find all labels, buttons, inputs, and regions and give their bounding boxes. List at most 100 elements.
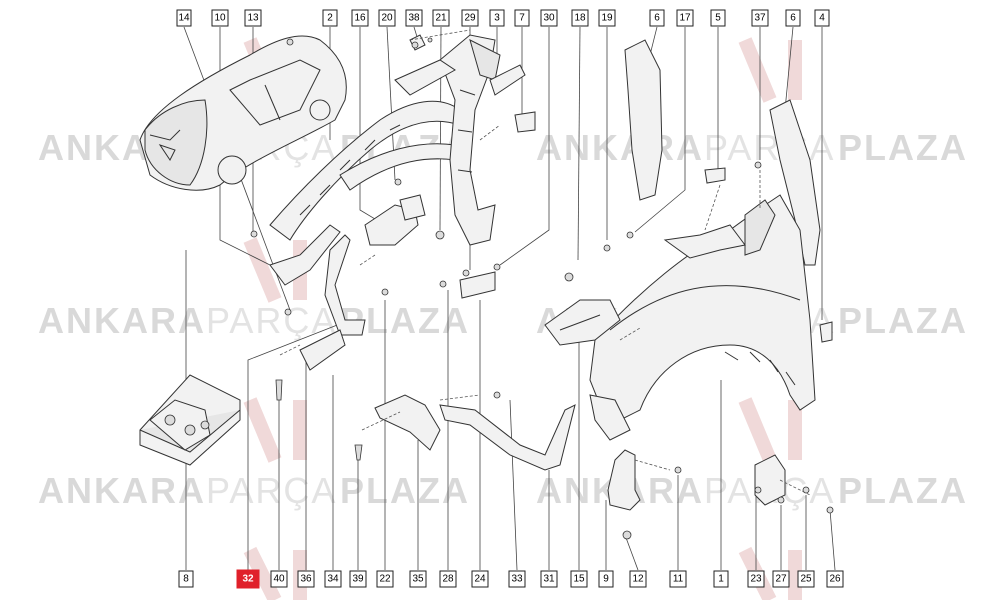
- watermark-bold-1: ANKARA: [536, 127, 704, 168]
- part-label[interactable]: 22: [376, 570, 394, 588]
- watermark-bold-2: PLAZA: [838, 127, 968, 168]
- part-label[interactable]: 35: [409, 570, 427, 588]
- svg-text:7: 7: [519, 13, 525, 24]
- svg-text:22: 22: [379, 574, 391, 585]
- part-label[interactable]: 21: [432, 9, 450, 27]
- part-label[interactable]: 12: [629, 570, 647, 588]
- part-label[interactable]: 39: [349, 570, 367, 588]
- part-label[interactable]: 11: [669, 570, 687, 588]
- svg-text:21: 21: [435, 13, 447, 24]
- part-label[interactable]: 14: [176, 9, 192, 27]
- part-label[interactable]: 5: [710, 9, 726, 27]
- svg-text:8: 8: [183, 574, 189, 585]
- part-label-selected[interactable]: 32: [236, 569, 260, 589]
- svg-text:15: 15: [573, 574, 585, 585]
- part-label[interactable]: 13: [244, 9, 262, 27]
- watermark-bold-2: PLAZA: [838, 470, 968, 511]
- part-label[interactable]: 23: [747, 570, 765, 588]
- part-label[interactable]: 34: [324, 570, 342, 588]
- part-label[interactable]: 4: [814, 9, 830, 27]
- part-label[interactable]: 15: [570, 570, 588, 588]
- vehicle-thumbnail: [139, 35, 347, 191]
- svg-text:39: 39: [352, 574, 364, 585]
- watermark-light: PARÇA: [206, 300, 337, 341]
- middle-brackets: [250, 178, 501, 371]
- svg-text:23: 23: [750, 574, 762, 585]
- part-label[interactable]: 10: [211, 9, 229, 27]
- part-label[interactable]: 27: [772, 570, 790, 588]
- part-label[interactable]: 40: [270, 570, 288, 588]
- lower-liner-pieces: [275, 379, 576, 471]
- svg-text:25: 25: [800, 574, 812, 585]
- lower-fender-bracket: [607, 449, 682, 540]
- part-label[interactable]: 38: [405, 9, 423, 27]
- part-label[interactable]: 31: [540, 570, 558, 588]
- part-label[interactable]: 29: [461, 9, 479, 27]
- svg-text:9: 9: [603, 574, 609, 585]
- clip-box: [139, 374, 241, 466]
- svg-text:18: 18: [574, 13, 586, 24]
- part-label[interactable]: 20: [378, 9, 396, 27]
- svg-text:4: 4: [819, 13, 825, 24]
- part-label[interactable]: 1: [713, 570, 729, 588]
- svg-text:11: 11: [673, 574, 684, 585]
- top-labels: 14 10 13 2 16 20 38 21 29 3 7 30 18 19 6…: [176, 9, 830, 27]
- svg-text:40: 40: [273, 574, 285, 585]
- svg-text:19: 19: [601, 13, 613, 24]
- leader-lines: [183, 26, 836, 571]
- side-fixing-plate: [754, 321, 834, 514]
- part-label[interactable]: 25: [797, 570, 815, 588]
- svg-text:16: 16: [354, 13, 366, 24]
- part-label[interactable]: 9: [598, 570, 614, 588]
- svg-text:37: 37: [754, 13, 766, 24]
- part-label[interactable]: 2: [322, 9, 338, 27]
- part-label[interactable]: 8: [178, 570, 194, 588]
- svg-text:29: 29: [464, 13, 476, 24]
- svg-text:13: 13: [247, 13, 259, 24]
- svg-text:10: 10: [214, 13, 226, 24]
- svg-text:38: 38: [408, 13, 420, 24]
- part-label[interactable]: 19: [598, 9, 616, 27]
- part-label[interactable]: 26: [826, 570, 844, 588]
- svg-text:30: 30: [543, 13, 555, 24]
- part-label[interactable]: 6: [785, 9, 801, 27]
- svg-text:35: 35: [412, 574, 424, 585]
- part-label[interactable]: 16: [351, 9, 369, 27]
- svg-text:26: 26: [829, 574, 841, 585]
- part-label[interactable]: 28: [439, 570, 457, 588]
- svg-text:1: 1: [718, 574, 724, 585]
- part-label[interactable]: 18: [571, 9, 589, 27]
- part-label[interactable]: 17: [676, 9, 694, 27]
- part-label[interactable]: 36: [297, 570, 315, 588]
- svg-text:6: 6: [654, 13, 660, 24]
- svg-text:3: 3: [494, 13, 500, 24]
- watermark-bold-1: ANKARA: [38, 470, 206, 511]
- watermark-bold-2: PLAZA: [340, 470, 470, 511]
- svg-text:28: 28: [442, 574, 454, 585]
- small-brackets-top: [409, 34, 536, 133]
- svg-text:24: 24: [474, 574, 486, 585]
- fender-bracket: [544, 161, 762, 346]
- assembly-dash-lines: [279, 29, 811, 496]
- front-fender: [589, 194, 816, 441]
- watermark-row-3: ANKARA PARÇA PLAZA ANKARA PARÇA PLAZA: [38, 470, 968, 511]
- svg-text:33: 33: [511, 574, 523, 585]
- part-label[interactable]: 24: [471, 570, 489, 588]
- part-label[interactable]: 33: [508, 570, 526, 588]
- svg-text:17: 17: [679, 13, 691, 24]
- part-label[interactable]: 3: [489, 9, 505, 27]
- svg-text:2: 2: [327, 13, 333, 24]
- bottom-labels: 8 32 40 36 34 39 22 35 28 24 33 31 15 9 …: [178, 569, 844, 589]
- svg-text:20: 20: [381, 13, 393, 24]
- watermark-light: PARÇA: [206, 470, 337, 511]
- svg-text:14: 14: [178, 13, 190, 24]
- svg-text:34: 34: [327, 574, 339, 585]
- watermark-light: PARÇA: [704, 127, 835, 168]
- svg-text:6: 6: [790, 13, 796, 24]
- part-label[interactable]: 6: [649, 9, 665, 27]
- part-label[interactable]: 30: [540, 9, 558, 27]
- svg-text:5: 5: [715, 13, 721, 24]
- part-label[interactable]: 37: [751, 9, 769, 27]
- part-label[interactable]: 7: [514, 9, 530, 27]
